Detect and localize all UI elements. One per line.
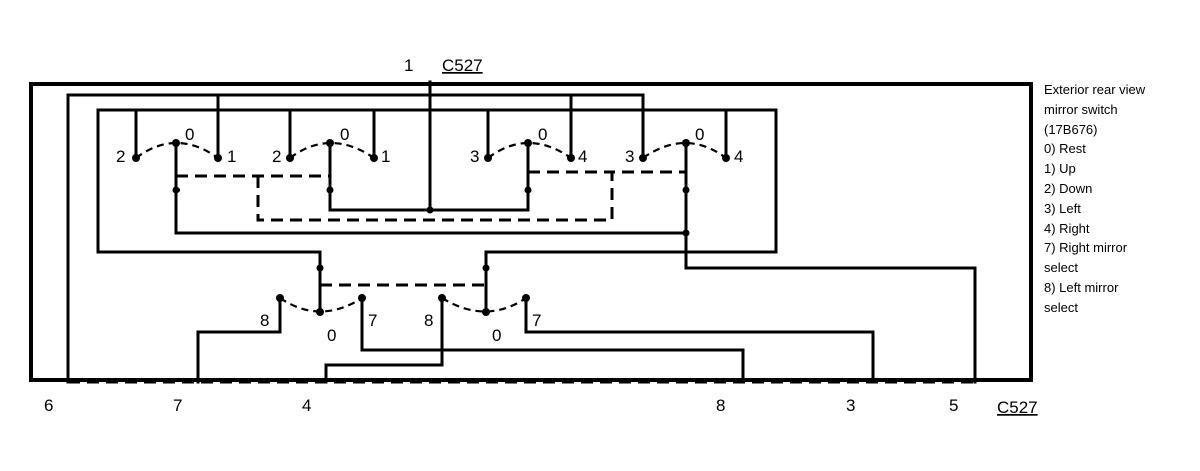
contact-dot: [722, 154, 730, 162]
junction-dot: [426, 206, 434, 214]
switch-2-left-label: 2: [272, 147, 281, 166]
bottom-pin-label: 5: [949, 396, 958, 415]
contact-dot: [316, 308, 324, 316]
switch-common-wire: [174, 141, 688, 235]
contact-dot: [286, 154, 294, 162]
switch-1-left-label: 2: [116, 147, 125, 166]
legend-line: 8) Left mirror: [1044, 279, 1119, 295]
contact-dot: [567, 154, 575, 162]
second-bus-return: [96, 250, 322, 270]
junction-dot: [682, 229, 690, 237]
legend-line: 2) Down: [1044, 180, 1093, 196]
junction-dot: [172, 186, 180, 194]
switch-legend: Exterior rear view mirror switch (17B676…: [1044, 80, 1194, 318]
legend-line: 0) Rest: [1044, 141, 1086, 157]
lower-switch-2-left-label: 8: [424, 311, 433, 330]
contact-dot: [524, 139, 532, 147]
legend-line: Exterior rear view: [1044, 82, 1146, 97]
bottom-pin-label: 3: [846, 396, 855, 415]
legend-line: select: [1044, 299, 1078, 315]
contact-dot: [484, 154, 492, 162]
pin-4-wire: [324, 296, 444, 384]
bottom-pin-label: 6: [44, 396, 53, 415]
switch-3-left-label: 3: [470, 147, 479, 166]
bottom-pin-label: 4: [302, 396, 311, 415]
legend-line: 1) Up: [1044, 161, 1076, 177]
junction-dot: [326, 186, 334, 194]
switch-1-right-label: 1: [227, 147, 236, 166]
upper-bus-wire: [66, 93, 645, 384]
legend-line: 3) Left: [1044, 200, 1081, 216]
lower-switch-1-right-label: 7: [368, 311, 377, 330]
switch-1-mid-label: 0: [185, 125, 194, 144]
switch-4-left-label: 3: [625, 147, 634, 166]
switch-3-mid-label: 0: [538, 125, 547, 144]
legend-line: 4) Right: [1044, 220, 1090, 236]
bottom-pin-label: 8: [716, 396, 725, 415]
switch-arc: [279, 297, 363, 313]
legend-line: 7) Right mirror: [1044, 240, 1128, 256]
top-pin-label: 1: [404, 56, 413, 75]
pin-8-wire: [360, 296, 745, 384]
pin-7-wire: [196, 296, 282, 384]
lower-switch-2-right-label: 7: [532, 311, 541, 330]
switch-4-mid-label: 0: [695, 125, 704, 144]
lower-switch-1-mid-label: 0: [327, 326, 336, 345]
bottom-pin-label: 7: [173, 396, 182, 415]
junction-dot: [682, 186, 690, 194]
contact-dot: [370, 154, 378, 162]
top-connector-label: C527: [442, 56, 483, 75]
switch-common-wire: [684, 141, 977, 384]
switch-2-mid-label: 0: [340, 125, 349, 144]
legend-line: (17B676): [1044, 121, 1098, 137]
lower-switch-1-left-label: 8: [260, 311, 269, 330]
second-bus-wire: [96, 108, 778, 270]
linkage-dashed: [176, 170, 686, 222]
pin-3-wire: [524, 296, 875, 384]
junction-dot: [524, 186, 532, 194]
legend-line: mirror switch: [1044, 101, 1118, 117]
switch-arc: [135, 141, 219, 159]
switch-housing-frame: [29, 82, 1033, 382]
contact-dot: [482, 308, 490, 316]
switch-3-right-label: 4: [578, 147, 587, 166]
legend-line: select: [1044, 260, 1078, 276]
switch-4-right-label: 4: [734, 147, 743, 166]
contact-dot: [214, 154, 222, 162]
lower-switch-2-mid-label: 0: [492, 326, 501, 345]
contact-dot: [639, 154, 647, 162]
bottom-connector-label: C527: [997, 398, 1038, 417]
switch-2-right-label: 1: [381, 147, 390, 166]
contact-dot: [132, 154, 140, 162]
